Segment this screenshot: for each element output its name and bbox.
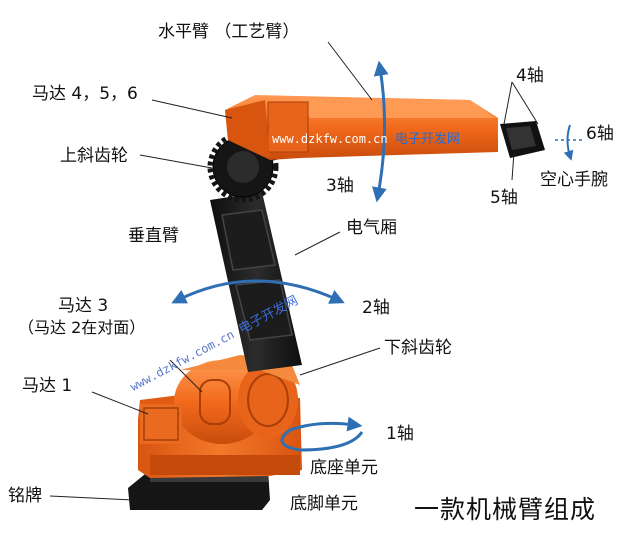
label-upper-bevel-gear: 上斜齿轮: [60, 146, 128, 166]
label-lower-bevel-gear: 下斜齿轮: [384, 338, 452, 358]
label-electric-box: 电气厢: [346, 218, 397, 238]
label-motor-2-note: （马达 2在对面）: [18, 318, 146, 337]
label-horizontal-arm: 水平臂 （工艺臂）: [158, 22, 300, 42]
watermark-arm: www.dzkfw.com.cn 电子开发网: [272, 128, 460, 147]
label-axis-6: 6轴: [586, 124, 614, 144]
wrist-shape: [500, 121, 545, 158]
label-motor-3: 马达 3: [58, 296, 109, 316]
label-axis-5: 5轴: [490, 188, 518, 208]
label-nameplate: 铭牌: [8, 486, 42, 506]
axis-arrows: [171, 60, 582, 452]
label-axis-2: 2轴: [362, 298, 390, 318]
label-axis-3: 3轴: [326, 176, 354, 196]
lower-joint-shape: [140, 355, 300, 444]
label-vertical-arm: 垂直臂: [128, 226, 179, 246]
horizontal-arm-shape: [225, 95, 498, 160]
label-axis-4: 4轴: [516, 66, 544, 86]
label-foot-unit: 底脚单元: [290, 494, 358, 514]
label-motor-456: 马达 4，5，6: [32, 84, 138, 104]
diagram-caption: 一款机械臂组成: [414, 495, 597, 524]
label-motor-1: 马达 1: [22, 376, 73, 396]
label-base-unit: 底座单元: [310, 458, 378, 478]
label-hollow-wrist: 空心手腕: [540, 170, 608, 190]
watermark-name: 电子开发网: [394, 132, 460, 147]
leader-lines: [49, 41, 539, 501]
label-axis-1: 1轴: [386, 424, 414, 444]
watermark-url: www.dzkfw.com.cn: [272, 132, 388, 146]
